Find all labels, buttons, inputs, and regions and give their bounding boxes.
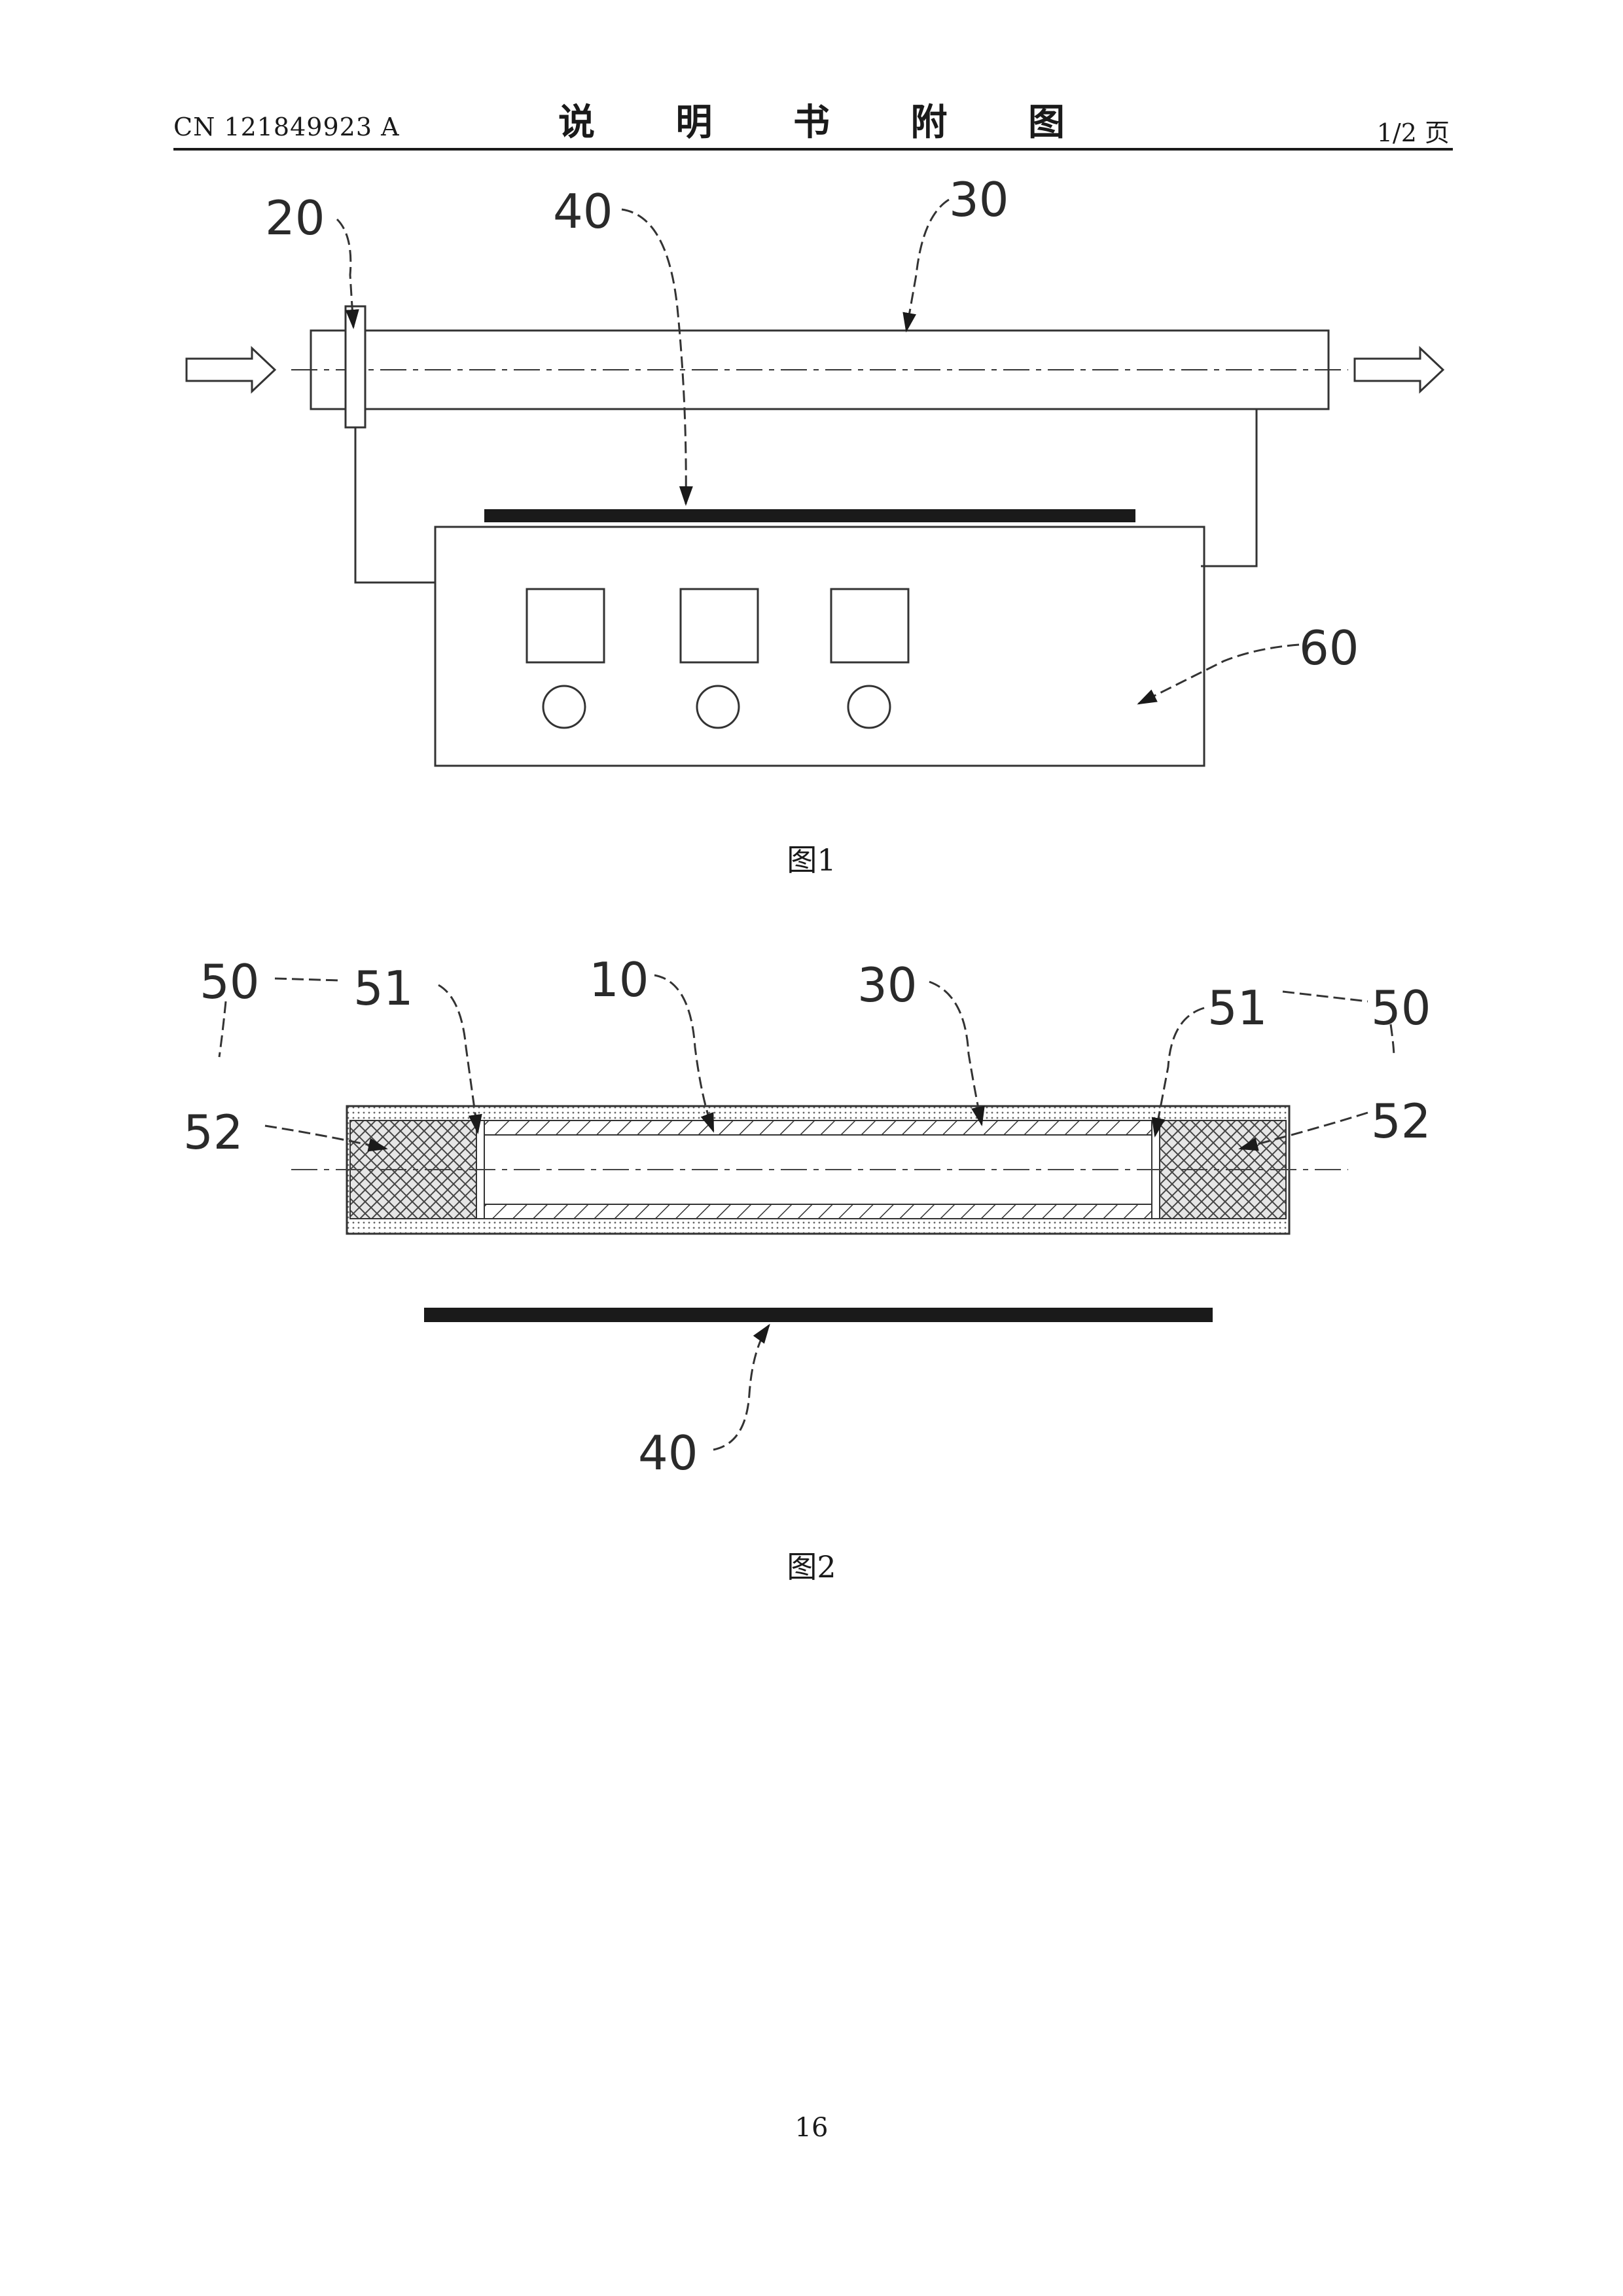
label-40: 40 <box>553 184 613 239</box>
label-30-fig2: 30 <box>857 958 918 1013</box>
tube <box>311 331 1329 409</box>
wire-right <box>1201 409 1257 566</box>
label-51-left: 51 <box>353 961 414 1016</box>
knob-2 <box>697 686 739 728</box>
leader-52-left-upper <box>219 1001 226 1057</box>
label-30: 30 <box>949 172 1009 227</box>
figure-1-labels: 20 40 30 60 <box>265 172 1359 675</box>
page-number: 16 <box>0 2113 1623 2143</box>
inlet-arrow <box>187 348 275 391</box>
knob-1 <box>543 686 585 728</box>
heating-plate <box>484 509 1135 522</box>
leader-60 <box>1139 645 1299 704</box>
label-50-right: 50 <box>1371 980 1431 1035</box>
label-51-right: 51 <box>1207 980 1268 1035</box>
display-3 <box>831 589 908 662</box>
leader-50-left <box>275 978 340 980</box>
seal-right <box>1158 1121 1286 1219</box>
wire-left <box>355 427 435 583</box>
controller-box <box>435 527 1204 766</box>
label-50-left: 50 <box>200 954 260 1009</box>
tube-wall-bottom <box>478 1204 1158 1219</box>
figure-1 <box>187 200 1443 766</box>
figure-2 <box>219 975 1394 1450</box>
heating-plate-2 <box>424 1308 1213 1322</box>
label-52-left: 52 <box>183 1105 243 1160</box>
knob-3 <box>848 686 890 728</box>
outlet-arrow <box>1355 348 1443 391</box>
figure-2-caption: 图2 <box>0 1543 1623 1587</box>
display-2 <box>681 589 758 662</box>
display-1 <box>527 589 604 662</box>
tube-wall-top <box>478 1121 1158 1135</box>
sensor-element <box>346 306 365 427</box>
leader-40-fig2 <box>713 1325 769 1450</box>
leader-50-right <box>1283 992 1368 1001</box>
label-60: 60 <box>1299 620 1359 675</box>
leader-30 <box>906 200 949 331</box>
label-20: 20 <box>265 190 325 245</box>
label-10: 10 <box>589 952 649 1007</box>
leader-40 <box>622 209 686 504</box>
figure-1-caption: 图1 <box>0 836 1623 880</box>
label-40-fig2: 40 <box>638 1426 698 1480</box>
leader-30-fig2 <box>929 982 982 1124</box>
label-52-right: 52 <box>1371 1094 1431 1149</box>
